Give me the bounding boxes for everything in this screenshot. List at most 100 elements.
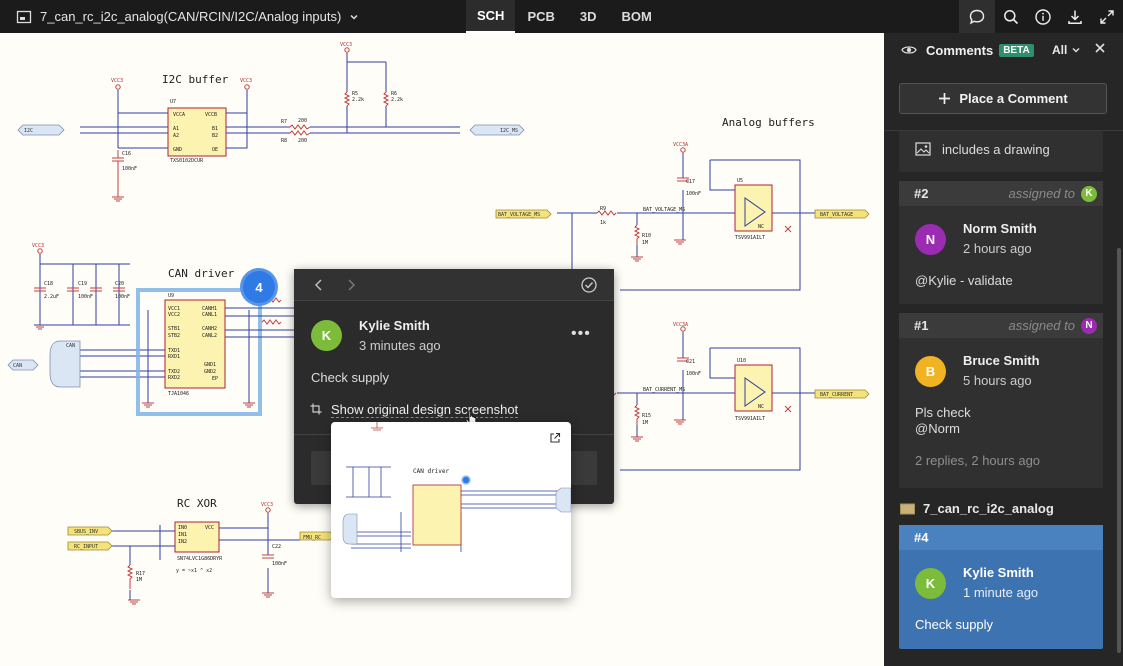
comment-id: #1	[914, 318, 929, 333]
avatar: B	[915, 356, 946, 387]
svg-text:GND: GND	[173, 147, 182, 153]
document-title: 7_can_rc_i2c_analog(CAN/RCIN/I2C/Analog …	[40, 9, 342, 24]
svg-text:VCCA: VCCA	[173, 112, 185, 118]
svg-text:BAT_CURRENT_MS: BAT_CURRENT_MS	[643, 387, 685, 393]
comment-author: Bruce Smith	[963, 353, 1040, 368]
svg-text:200: 200	[298, 138, 307, 144]
screenshot-thumbnail: CAN driver	[342, 422, 571, 552]
comment-card-4[interactable]: #4 K Kylie Smith 1 minute ago Check supp…	[899, 525, 1103, 649]
info-button[interactable]	[1027, 0, 1059, 33]
assigned-label: assigned to	[1008, 186, 1076, 201]
svg-text:1M: 1M	[642, 240, 648, 246]
design-screenshot-preview[interactable]: CAN driver	[331, 422, 571, 598]
comment-card-2[interactable]: #2 assigned to K N Norm Smith 2 hours ag…	[899, 181, 1103, 304]
tab-bom[interactable]: BOM	[621, 9, 652, 24]
tab-3d[interactable]: 3D	[579, 9, 597, 24]
svg-text:I2C: I2C	[24, 128, 33, 134]
fullscreen-icon	[1100, 9, 1114, 24]
filter-value: All	[1052, 43, 1068, 57]
avatar: N	[915, 224, 946, 255]
drawing-note: includes a drawing	[942, 142, 1050, 157]
svg-text:VCC3: VCC3	[261, 502, 273, 508]
search-button[interactable]	[995, 0, 1027, 33]
crop-icon	[310, 403, 322, 415]
svg-text:BAT_VOLTAGE_MS: BAT_VOLTAGE_MS	[643, 207, 685, 213]
search-icon	[1004, 9, 1019, 24]
svg-text:STB2: STB2	[168, 333, 180, 339]
svg-text:B2: B2	[212, 133, 218, 139]
tab-sch[interactable]: SCH	[466, 0, 516, 33]
comment-text: Check supply	[311, 370, 390, 385]
close-icon[interactable]	[1094, 42, 1106, 54]
svg-text:C20: C20	[115, 281, 124, 287]
comment-header: #4	[899, 525, 1103, 550]
comment-author: Norm Smith	[963, 221, 1037, 236]
panel-header: Comments BETA	[884, 33, 1123, 67]
assignee-avatar: K	[1081, 185, 1097, 202]
panel-divider	[884, 130, 1123, 131]
svg-text:1k: 1k	[600, 220, 606, 226]
filter-dropdown[interactable]: All	[1052, 43, 1081, 57]
i2c-buffer-title: I2C buffer	[162, 73, 229, 86]
comment-marker-4[interactable]: 4	[240, 268, 278, 306]
svg-text:100nF: 100nF	[78, 294, 93, 300]
assignee-avatar: N	[1081, 317, 1097, 334]
document-icon	[16, 10, 32, 23]
assigned-label: assigned to	[1008, 318, 1076, 333]
analog-buffers-title: Analog buffers	[722, 116, 815, 129]
svg-text:U7: U7	[170, 99, 176, 105]
comment-time: 5 hours ago	[963, 373, 1032, 388]
svg-text:BAT_VOLTAGE_MS: BAT_VOLTAGE_MS	[498, 212, 540, 218]
svg-text:A2: A2	[173, 133, 179, 139]
open-external-icon[interactable]	[549, 432, 561, 444]
svg-text:TSV991AILT: TSV991AILT	[735, 416, 765, 422]
comment-time: 3 minutes ago	[359, 338, 441, 353]
comment-text-line-2: @Norm	[915, 421, 960, 436]
svg-text:2.2uF: 2.2uF	[44, 294, 59, 300]
svg-text:100nF: 100nF	[122, 166, 137, 172]
svg-text:100nF: 100nF	[686, 191, 701, 197]
svg-text:100nF: 100nF	[272, 561, 287, 567]
comment-icon	[969, 9, 985, 24]
beta-badge: BETA	[999, 43, 1034, 57]
svg-text:TXD1: TXD1	[168, 348, 180, 354]
svg-text:SN74LVC1G86DRYR: SN74LVC1G86DRYR	[177, 556, 223, 562]
svg-text:VCC3: VCC3	[240, 78, 252, 84]
show-original-screenshot-link[interactable]: Show original design screenshot	[331, 402, 519, 418]
tab-pcb[interactable]: PCB	[527, 9, 555, 24]
image-icon	[915, 142, 931, 156]
previous-comment-icon[interactable]	[312, 278, 326, 292]
next-comment-icon[interactable]	[344, 278, 358, 292]
fullscreen-button[interactable]	[1091, 0, 1123, 33]
eye-icon[interactable]	[901, 43, 917, 57]
svg-text:B1: B1	[212, 126, 218, 132]
replies-count[interactable]: 2 replies, 2 hours ago	[915, 453, 1041, 468]
svg-text:STB1: STB1	[168, 326, 180, 332]
view-tabs: SCH PCB 3D BOM	[466, 0, 663, 33]
svg-text:FMU_RC: FMU_RC	[303, 535, 321, 541]
svg-text:RXD2: RXD2	[168, 375, 180, 381]
document-group-name: 7_can_rc_i2c_analog	[923, 501, 1054, 516]
place-comment-label: Place a Comment	[959, 91, 1068, 106]
svg-text:GND2: GND2	[204, 369, 216, 375]
place-comment-button[interactable]: Place a Comment	[899, 83, 1107, 114]
top-toolbar	[959, 0, 1123, 33]
svg-text:R15: R15	[642, 413, 651, 419]
svg-text:TXS0102DCUR: TXS0102DCUR	[170, 158, 204, 164]
comment-card-partial[interactable]: includes a drawing	[899, 131, 1103, 172]
svg-text:R8: R8	[281, 138, 287, 144]
svg-text:C21: C21	[686, 359, 695, 365]
document-title-dropdown[interactable]: 7_can_rc_i2c_analog(CAN/RCIN/I2C/Analog …	[16, 0, 359, 33]
download-button[interactable]	[1059, 0, 1091, 33]
comment-author: Kylie Smith	[359, 318, 430, 333]
panel-scrollbar[interactable]	[1117, 248, 1121, 653]
comment-card-1[interactable]: #1 assigned to N B Bruce Smith 5 hours a…	[899, 313, 1103, 488]
resolve-check-icon[interactable]	[580, 276, 598, 294]
more-options-icon[interactable]: •••	[571, 325, 591, 342]
svg-text:U9: U9	[168, 293, 174, 299]
rc-xor-title: RC XOR	[177, 497, 217, 510]
comments-toggle-button[interactable]	[959, 0, 995, 33]
svg-text:NC: NC	[758, 404, 764, 410]
svg-text:BAT_CURRENT: BAT_CURRENT	[820, 392, 853, 398]
